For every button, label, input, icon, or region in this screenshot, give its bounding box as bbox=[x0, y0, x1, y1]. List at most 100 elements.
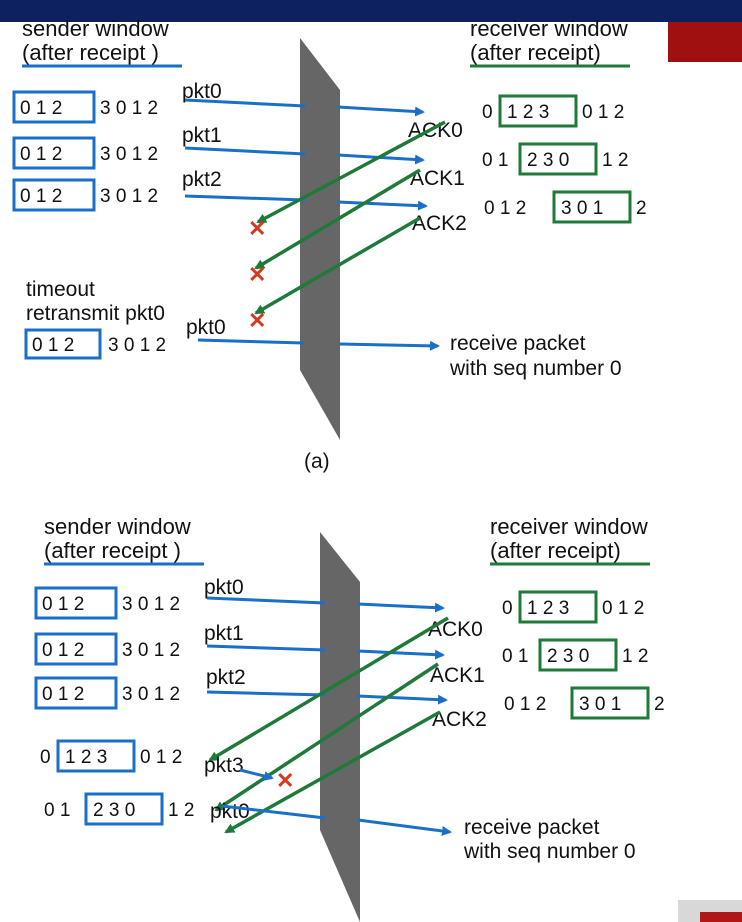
receiver-window-seq: 1 2 3 bbox=[507, 102, 549, 123]
loss-x-icon: ✕ bbox=[248, 262, 266, 287]
receiver-window-seq: 2 3 0 bbox=[547, 646, 589, 667]
sender-seq-rest: 3 0 1 2 bbox=[108, 335, 166, 356]
sender-row-a-2: 0 1 2 3 0 1 2 bbox=[12, 136, 158, 170]
sender-seq-rest: 3 0 1 2 bbox=[100, 98, 158, 119]
panel-b: sender window (after receipt ) receiver … bbox=[34, 514, 665, 922]
receiver-title-b: receiver window bbox=[490, 514, 648, 539]
receiver-window-box bbox=[552, 190, 632, 224]
sender-window-box bbox=[56, 739, 136, 773]
packet-label: pkt1 bbox=[204, 622, 244, 645]
receiver-window-box bbox=[518, 142, 598, 176]
packet-label: pkt0 bbox=[204, 576, 244, 599]
receiver-window-box bbox=[498, 94, 578, 128]
receiver-seq-post: 2 bbox=[654, 694, 665, 715]
sender-window-seq: 2 3 0 bbox=[93, 800, 135, 821]
sender-window-seq: 0 1 2 bbox=[42, 594, 84, 615]
sender-window-seq: 0 1 2 bbox=[42, 640, 84, 661]
panel-caption: (a) bbox=[304, 450, 330, 473]
sender-row-b-2: 0 1 2 3 0 1 2 bbox=[34, 632, 180, 666]
packet-arrow bbox=[184, 98, 306, 108]
receive-label-line2: with seq number 0 bbox=[449, 357, 622, 380]
ack-label: ACK0 bbox=[428, 618, 483, 641]
packet-arrow bbox=[197, 338, 305, 345]
sender-window-box bbox=[12, 178, 96, 212]
sender-row-a-1: 0 1 2 3 0 1 2 bbox=[12, 90, 158, 124]
sender-seq-post: 1 2 bbox=[168, 800, 194, 821]
channel-a bbox=[300, 38, 340, 440]
receiver-subtitle-a: (after receipt) bbox=[470, 40, 601, 65]
receiver-title-a: receiver window bbox=[470, 16, 628, 41]
receiver-seq-pre: 0 1 2 bbox=[484, 198, 526, 219]
packet-label: pkt1 bbox=[182, 124, 222, 147]
packet-arrow bbox=[357, 818, 452, 836]
ack-arrow bbox=[214, 662, 439, 812]
sender-window-box bbox=[34, 632, 118, 666]
sender-window-box bbox=[12, 136, 96, 170]
packet-label: pkt2 bbox=[206, 666, 246, 689]
receiver-window-seq: 2 3 0 bbox=[527, 150, 569, 171]
packet-arrow bbox=[337, 200, 428, 211]
receiver-row-a-1: 0 1 2 3 0 1 2 bbox=[482, 94, 624, 128]
receiver-seq-post: 2 bbox=[636, 198, 647, 219]
sender-subtitle-a: (after receipt ) bbox=[22, 40, 159, 65]
sender-seq-pre: 0 bbox=[40, 747, 51, 768]
sender-window-box bbox=[12, 90, 96, 124]
receiver-subtitle-b: (after receipt) bbox=[490, 538, 621, 563]
retransmit-label: retransmit pkt0 bbox=[26, 302, 165, 325]
packet-arrow bbox=[357, 602, 445, 613]
receiver-seq-pre: 0 bbox=[502, 598, 513, 619]
sender-title-b: sender window bbox=[44, 514, 191, 539]
receive-label-line1: receive packet bbox=[464, 816, 600, 839]
packet-label: pkt0 bbox=[186, 316, 226, 339]
receiver-window-seq: 3 0 1 bbox=[579, 694, 621, 715]
ack-label: ACK1 bbox=[410, 167, 465, 190]
packet-arrow bbox=[239, 768, 274, 781]
packet-label: pkt0 bbox=[182, 80, 222, 103]
ack-arrow bbox=[254, 168, 421, 270]
sender-window-box bbox=[24, 328, 102, 360]
ack-label: ACK2 bbox=[432, 708, 487, 731]
packet-arrow bbox=[221, 804, 326, 820]
packet-arrow bbox=[357, 694, 448, 705]
ack-arrow bbox=[256, 120, 446, 224]
receiver-row-b-1: 0 1 2 3 0 1 2 bbox=[502, 590, 644, 624]
timeout-label: timeout bbox=[26, 278, 95, 301]
sender-seq-rest: 3 0 1 2 bbox=[100, 186, 158, 207]
receiver-row-a-2: 0 1 2 3 0 1 2 bbox=[482, 142, 628, 176]
receiver-window-seq: 1 2 3 bbox=[527, 598, 569, 619]
sender-window-box bbox=[34, 586, 118, 620]
retransmit-row-a: 0 1 2 3 0 1 2 bbox=[24, 328, 166, 360]
ack-arrow bbox=[254, 216, 421, 315]
sender-slide-row-b-1: 0 1 2 3 0 1 2 bbox=[40, 739, 182, 773]
receiver-row-a-3: 0 1 2 3 0 1 2 bbox=[484, 190, 647, 224]
sender-window-seq: 0 1 2 bbox=[20, 98, 62, 119]
packet-arrow bbox=[337, 105, 425, 117]
sender-seq-rest: 3 0 1 2 bbox=[122, 640, 180, 661]
sender-slide-row-b-2: 0 1 2 3 0 1 2 bbox=[44, 792, 194, 826]
receiver-row-b-3: 0 1 2 3 0 1 2 bbox=[504, 686, 665, 720]
receiver-seq-pre: 0 1 2 bbox=[504, 694, 546, 715]
sender-window-seq: 0 1 2 bbox=[20, 186, 62, 207]
sender-window-seq: 0 1 2 bbox=[20, 144, 62, 165]
sender-seq-rest: 3 0 1 2 bbox=[122, 594, 180, 615]
packet-arrow bbox=[206, 690, 326, 697]
packet-arrow bbox=[184, 194, 306, 202]
sender-window-seq: 0 1 2 bbox=[32, 335, 74, 356]
packet-arrow bbox=[339, 340, 440, 351]
ack-label: ACK1 bbox=[430, 664, 485, 687]
receiver-seq-pre: 0 bbox=[482, 102, 493, 123]
receiver-seq-post: 1 2 bbox=[602, 150, 628, 171]
banner-accent bbox=[668, 22, 742, 62]
sender-window-box bbox=[34, 676, 118, 710]
sender-title-a: sender window bbox=[22, 16, 169, 41]
receiver-seq-pre: 0 1 bbox=[502, 646, 528, 667]
receiver-window-box bbox=[570, 686, 650, 720]
receiver-seq-post: 0 1 2 bbox=[602, 598, 644, 619]
panel-a: sender window (after receipt ) receiver … bbox=[12, 16, 647, 473]
receive-label-line1: receive packet bbox=[450, 332, 586, 355]
loss-x-icon: ✕ bbox=[248, 216, 266, 241]
sender-row-a-3: 0 1 2 3 0 1 2 bbox=[12, 178, 158, 212]
receiver-window-box bbox=[538, 638, 618, 672]
ack-label: ACK2 bbox=[412, 212, 467, 235]
top-banner bbox=[0, 0, 742, 22]
